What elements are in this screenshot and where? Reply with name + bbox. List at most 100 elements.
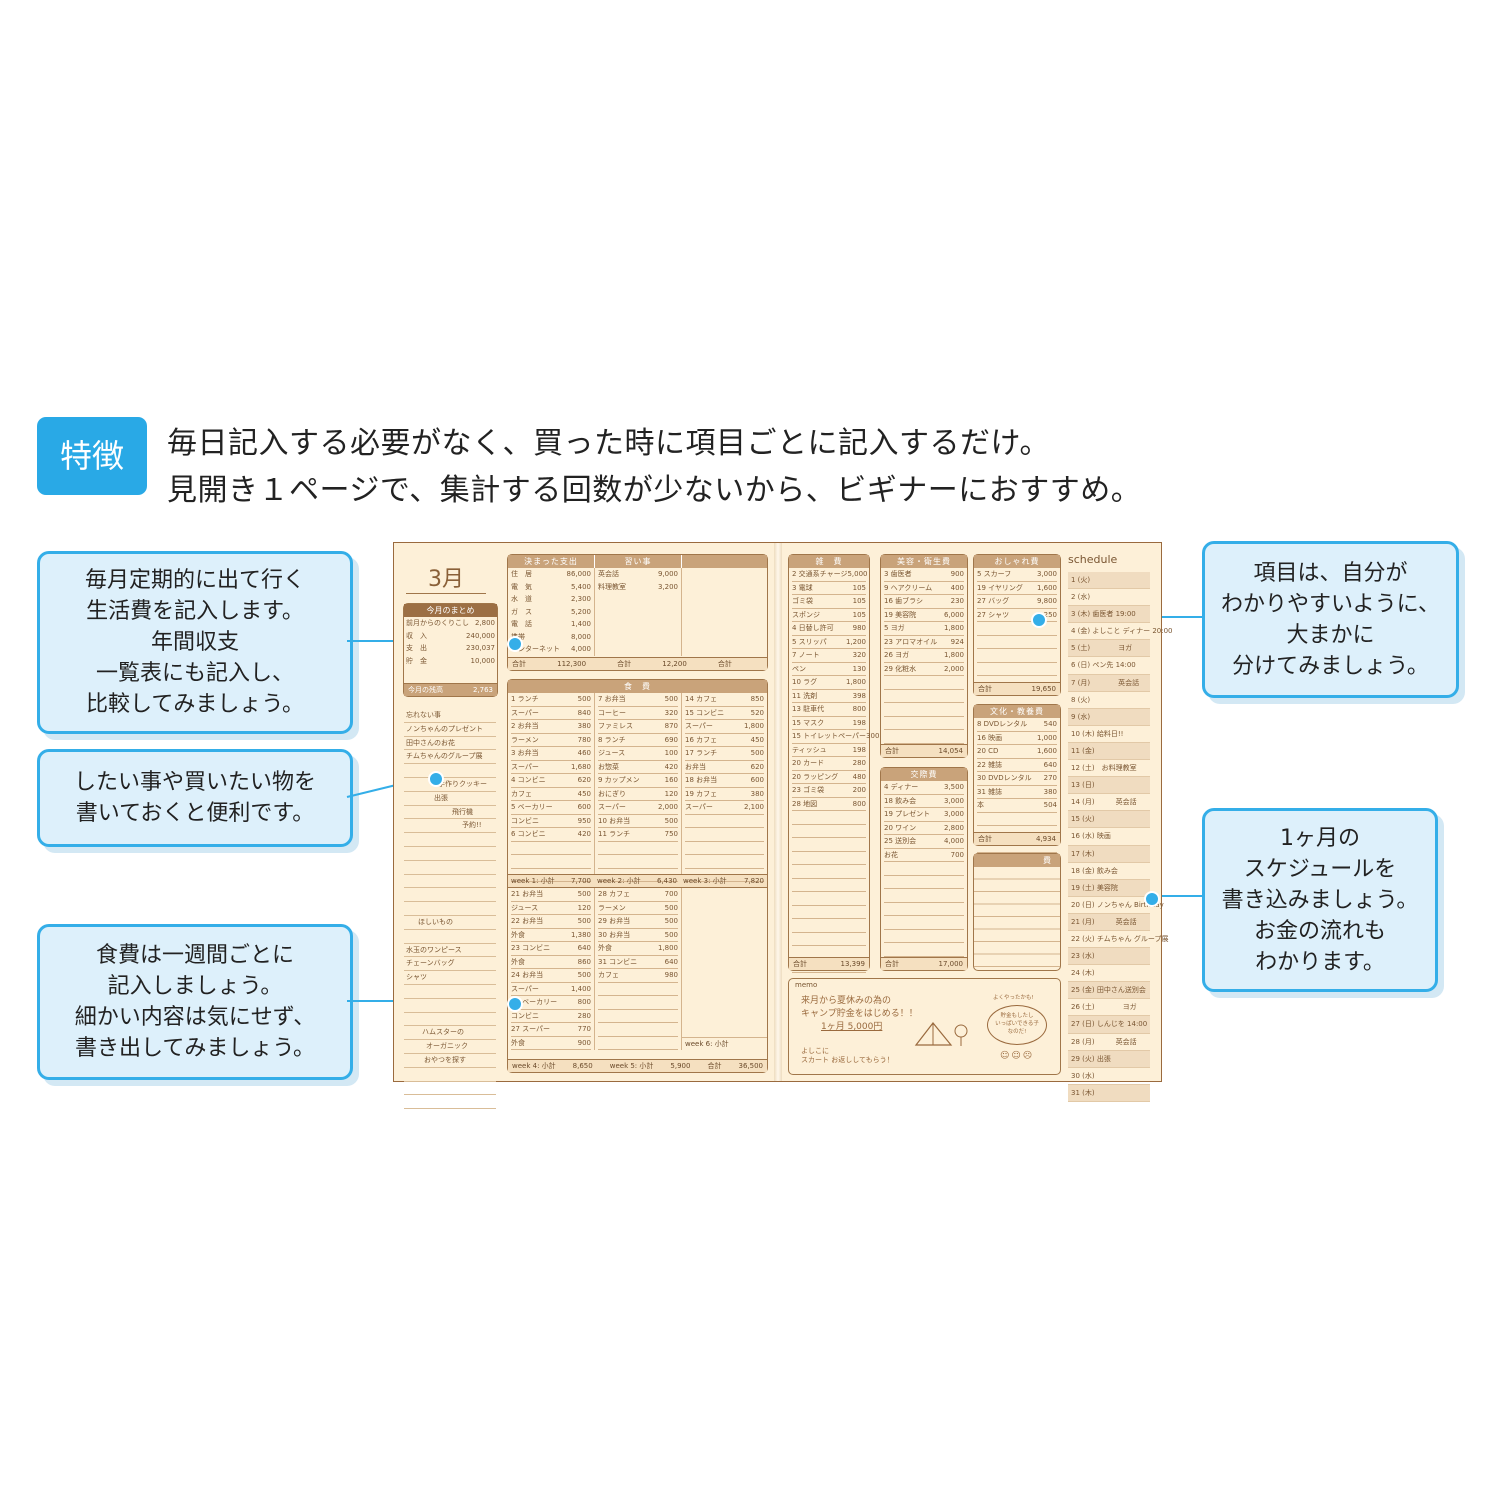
schedule-day: 16 (水) 映画 <box>1068 828 1150 846</box>
ledger-row <box>884 943 964 957</box>
callout-text: 一覧表にも記入し、 <box>95 661 294 686</box>
feature-line-1: 毎日記入する必要がなく、買った時に項目ごとに記入するだけ。 <box>167 426 1050 461</box>
ledger-row <box>977 622 1057 636</box>
callout-text: 毎月定期的に出て行く <box>84 568 305 593</box>
schedule-day: 22 (火) チムちゃん グループ展 <box>1068 931 1168 949</box>
schedule-day: 4 (金) よしこと ディナー 20:00 <box>1068 623 1173 641</box>
list-item: 田中さんのお花 <box>404 737 496 751</box>
ledger-row <box>884 930 964 943</box>
list-item: 手作りクッキー <box>404 778 496 792</box>
schedule-day: 25 (金) 田中さん送別会 <box>1068 982 1150 1000</box>
ledger-row <box>685 855 764 869</box>
ledger-row <box>598 996 678 1010</box>
schedule-day: 18 (金) 飲み会 <box>1068 863 1150 880</box>
feature-badge: 特徴 <box>37 417 147 495</box>
callout-text: 書き込みましょう。 <box>1221 887 1419 913</box>
culture-title: 文化・教養費 <box>974 705 1060 718</box>
ledger-row <box>598 1010 678 1023</box>
feature-line-2: 見開き１ページで、集計する回数が少ないから、ビギナーにおすすめ。 <box>167 473 1142 508</box>
ledger-row <box>884 703 964 717</box>
list-item <box>404 833 496 847</box>
ledger-row <box>792 892 866 906</box>
list-item: 忘れない事 <box>404 709 496 723</box>
callout-fixed-expenses: 毎月定期的に出て行く 生活費を記入します。 年間収支 一覧表にも記入し、 比較し… <box>37 551 353 734</box>
tent-icon <box>914 1022 968 1046</box>
list-item: 予約!! <box>404 819 496 834</box>
callout-text: 年間収支 <box>150 630 239 655</box>
memo-list: 忘れない事 ノンちゃんのプレゼント 田中さんのお花 チムちゃんのグループ展 手作… <box>404 709 496 1110</box>
custom-expenses-box: 費 <box>973 853 1061 971</box>
callout-text: 項目は、自分が <box>1253 560 1408 586</box>
schedule-day: 24 (木) <box>1068 965 1150 983</box>
ledger-row <box>977 649 1057 663</box>
ledger-row <box>598 983 678 996</box>
ledger-row <box>977 813 1057 826</box>
ledger-row <box>884 916 964 930</box>
schedule-day: 13 (日) <box>1068 777 1150 795</box>
callout-text: 1ヶ月の <box>1280 825 1360 851</box>
callout-text: 分けてみましょう。 <box>1232 653 1429 679</box>
summary-title: 今月のまとめ <box>404 604 497 617</box>
schedule-day: 9 (水) <box>1068 708 1150 726</box>
schedule-day: 5 (土) ヨガ <box>1068 640 1150 658</box>
list-item <box>404 902 496 916</box>
ledger-row <box>792 960 866 973</box>
fixed-expenses-title: 決まった支出 <box>508 555 594 568</box>
callout-food: 食費は一週間ごとに 記入しましょう。 細かい内容は気にせず、 書き出してみましょ… <box>37 924 353 1080</box>
schedule-day: 21 (月) 英会話 <box>1068 913 1150 931</box>
ledger-row <box>511 842 591 855</box>
list-item <box>404 875 496 889</box>
ledger-row <box>884 876 964 889</box>
list-item: ほしいもの <box>404 916 496 930</box>
list-item: ノンちゃんのプレゼント <box>404 723 496 737</box>
ledger-row <box>598 1023 678 1037</box>
list-item <box>404 1095 496 1110</box>
schedule-day: 10 (木) 給料日!! <box>1068 726 1150 743</box>
schedule-day: 31 (木) <box>1068 1084 1150 1102</box>
